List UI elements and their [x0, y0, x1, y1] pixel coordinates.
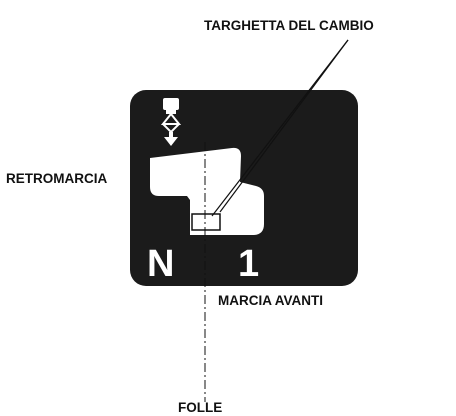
gear-indicator [191, 213, 221, 231]
first-gear-mark: 1 [238, 243, 259, 285]
hydraulic-lift-icon [160, 98, 182, 146]
leader-line-2 [219, 39, 349, 213]
reverse-label: RETROMARCIA [6, 171, 107, 186]
neutral-label: FOLLE [178, 400, 222, 415]
forward-label: MARCIA AVANTI [218, 293, 323, 308]
neutral-mark: N [147, 243, 174, 285]
shift-gate [150, 147, 264, 235]
shift-plate-label: TARGHETTA DEL CAMBIO [204, 18, 374, 33]
leader-line-1 [211, 39, 349, 217]
